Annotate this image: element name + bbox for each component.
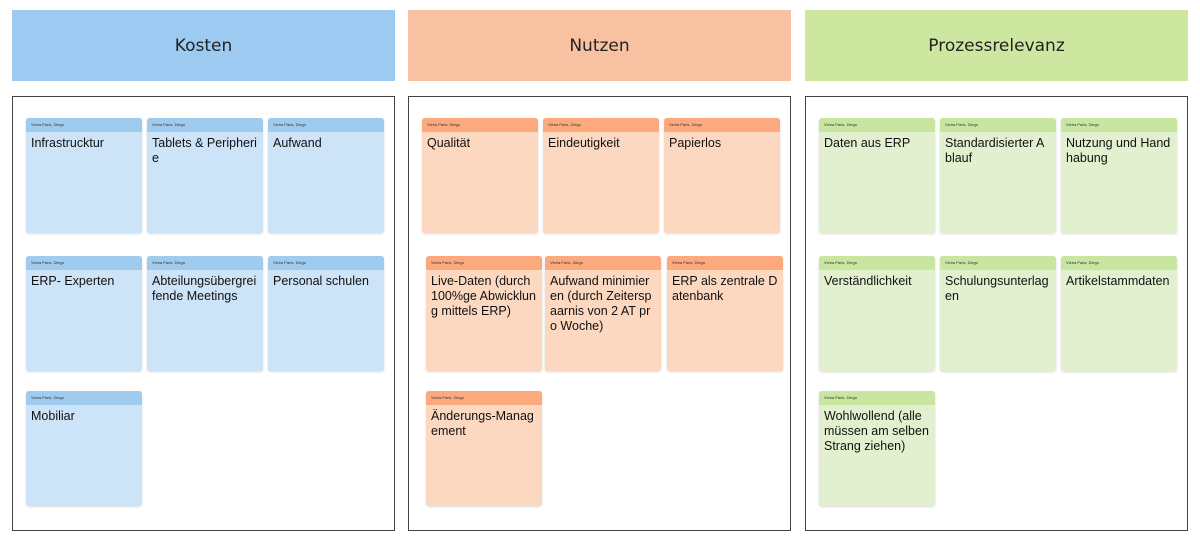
note-author: Vieira Paris, Diego bbox=[147, 118, 263, 132]
note-author: Vieira Paris, Diego bbox=[667, 256, 783, 270]
note-author: Vieira Paris, Diego bbox=[268, 256, 384, 270]
note-text: Infrastrucktur bbox=[31, 136, 104, 150]
note-text: Änderungs-Management bbox=[431, 409, 534, 438]
note-text: Verständlichkeit bbox=[824, 274, 912, 288]
note-author: Vieira Paris, Diego bbox=[26, 118, 142, 132]
note-text: Schulungsunterlagen bbox=[945, 274, 1049, 303]
note-author: Vieira Paris, Diego bbox=[940, 256, 1056, 270]
note-text: Aufwand minimieren (durch Zeiterspaarnis… bbox=[550, 274, 652, 333]
note-text: ERP als zentrale Datenbank bbox=[672, 274, 778, 303]
note-text: Standardisierter Ablauf bbox=[945, 136, 1045, 165]
note-author: Vieira Paris, Diego bbox=[819, 256, 935, 270]
note-text: Mobiliar bbox=[31, 409, 75, 423]
note-author: Vieira Paris, Diego bbox=[545, 256, 661, 270]
note-author: Vieira Paris, Diego bbox=[1061, 256, 1177, 270]
column-header-kosten: Kosten bbox=[12, 10, 395, 81]
note-text: ERP- Experten bbox=[31, 274, 115, 288]
note-author: Vieira Paris, Diego bbox=[147, 256, 263, 270]
note-text: Aufwand bbox=[273, 136, 322, 150]
note-text: Live-Daten (durch 100%ge Abwicklung mitt… bbox=[431, 274, 536, 318]
note-text: Wohlwollend (alle müssen am selben Stran… bbox=[824, 409, 929, 453]
note-author: Vieira Paris, Diego bbox=[819, 391, 935, 405]
note-author: Vieira Paris, Diego bbox=[1061, 118, 1177, 132]
note-text: Qualität bbox=[427, 136, 471, 150]
column-header-prozessrelevanz: Prozessrelevanz bbox=[805, 10, 1188, 81]
note-author: Vieira Paris, Diego bbox=[26, 256, 142, 270]
note-author: Vieira Paris, Diego bbox=[426, 391, 542, 405]
note-author: Vieira Paris, Diego bbox=[543, 118, 659, 132]
note-text: Eindeutigkeit bbox=[548, 136, 620, 150]
note-text: Personal schulen bbox=[273, 274, 369, 288]
note-author: Vieira Paris, Diego bbox=[819, 118, 935, 132]
note-author: Vieira Paris, Diego bbox=[664, 118, 780, 132]
note-text: Daten aus ERP bbox=[824, 136, 911, 150]
note-text: Nutzung und Handhabung bbox=[1066, 136, 1171, 165]
note-text: Abteilungsübergreifende Meetings bbox=[152, 274, 257, 303]
note-author: Vieira Paris, Diego bbox=[422, 118, 538, 132]
note-text: Artikelstammdaten bbox=[1066, 274, 1170, 288]
note-author: Vieira Paris, Diego bbox=[26, 391, 142, 405]
note-author: Vieira Paris, Diego bbox=[426, 256, 542, 270]
note-text: Papierlos bbox=[669, 136, 722, 150]
note-author: Vieira Paris, Diego bbox=[940, 118, 1056, 132]
column-header-nutzen: Nutzen bbox=[408, 10, 791, 81]
note-text: Tablets & Peripherie bbox=[152, 136, 257, 165]
note-author: Vieira Paris, Diego bbox=[268, 118, 384, 132]
